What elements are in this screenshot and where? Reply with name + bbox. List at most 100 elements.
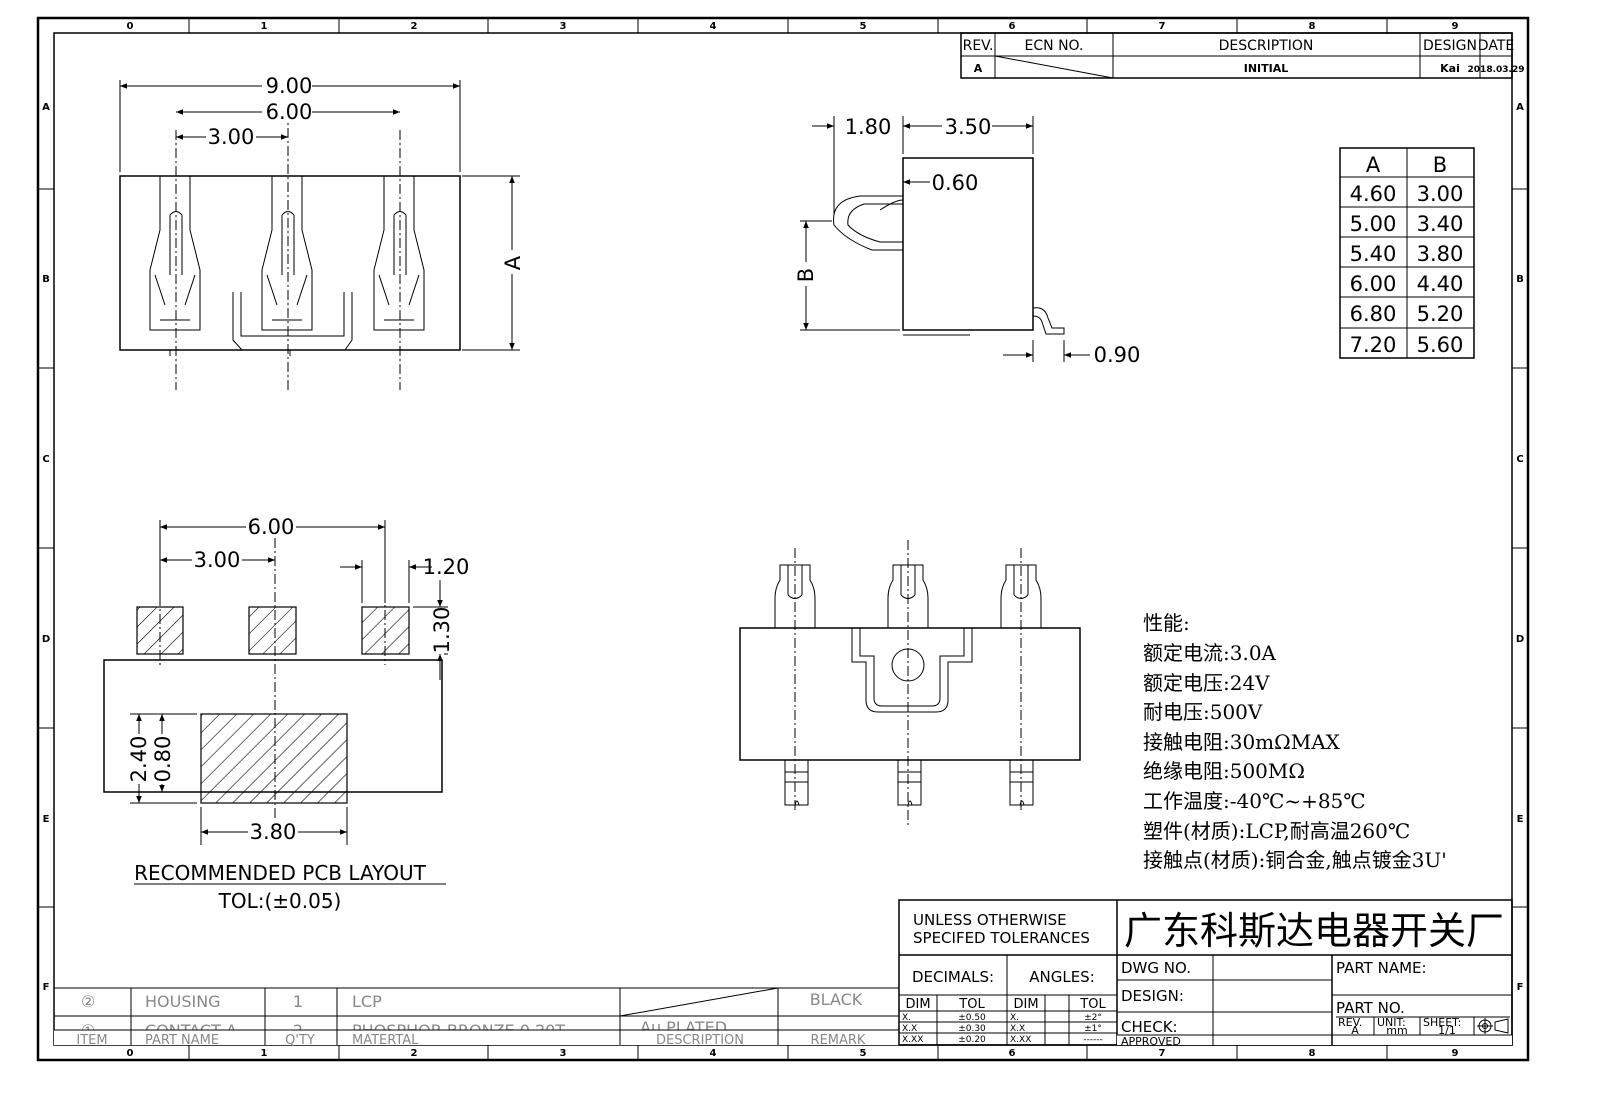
design-header: DESIGN [1423, 38, 1477, 54]
decimal-dim: X.X [902, 1024, 917, 1034]
dim-1-80: 1.80 [845, 115, 892, 139]
row-label: B [42, 274, 50, 285]
rev-header: REV. [963, 38, 994, 54]
spec-line: 塑件(材质):LCP,耐高温260℃ [1143, 819, 1410, 843]
decimal-dim: X. [902, 1013, 911, 1023]
decimal-dim: X.XX [902, 1035, 923, 1045]
dim-9-00: 9.00 [266, 74, 313, 98]
top-view: 9.00 6.00 3.00 A [119, 74, 525, 390]
col-label: 3 [560, 21, 567, 32]
unit-label: UNIT: [1377, 1016, 1406, 1029]
col-label: 3 [560, 1048, 567, 1059]
angle-tol: ±2° [1084, 1013, 1102, 1023]
part-name-label: PART NAME: [1336, 959, 1427, 977]
bom-material: LCP [352, 992, 382, 1011]
col-label: 2 [411, 21, 418, 32]
angle-dim: X. [1010, 1013, 1019, 1023]
spec-line: 绝缘电阻:500MΩ [1143, 759, 1305, 783]
col-label: 1 [261, 21, 268, 32]
pcb-layout-title: RECOMMENDED PCB LAYOUT [134, 861, 426, 885]
ab-cell: 5.20 [1417, 302, 1464, 326]
part-no-label: PART NO. [1336, 999, 1405, 1017]
ab-cell: 3.00 [1417, 182, 1464, 206]
projection-symbol-icon [1477, 1018, 1509, 1034]
rev-unit-sheet: REV. A UNIT: mm SHEET: 1/1 [1336, 1016, 1510, 1037]
row-label: D [42, 634, 50, 645]
ab-cell: 4.60 [1350, 182, 1397, 206]
ab-cell: 6.00 [1350, 272, 1397, 296]
pcb-dim-0-80: 0.80 [151, 736, 175, 783]
ab-cell: 4.40 [1417, 272, 1464, 296]
ab-header-a: A [1366, 153, 1381, 177]
dim-0-60: 0.60 [932, 171, 979, 195]
bom-header-remark: REMARK [811, 1033, 866, 1048]
row-label: A [1516, 102, 1524, 113]
bom-item-number: ② [81, 992, 95, 1011]
spec-line: 接触点(材质):铜合金,触点镀金3U' [1143, 848, 1447, 872]
dim-0-90: 0.90 [1094, 343, 1141, 367]
pcb-layout: 6.00 3.00 1.20 1.30 2.40 0.80 3.80 RECOM… [103, 515, 469, 913]
row-label: E [43, 814, 50, 825]
col-label: 8 [1309, 1048, 1316, 1059]
col-label: 5 [860, 21, 867, 32]
tolerance-note-line2: SPECIFED TOLERANCES [913, 929, 1090, 947]
company-name: 广东科斯达电器开关厂 [1124, 909, 1504, 953]
decimals-label: DECIMALS: [912, 968, 994, 986]
ab-table: A B 4.60 3.00 5.00 3.40 5.40 3.80 6.00 4… [1339, 147, 1475, 359]
sheet-label: SHEET: [1423, 1016, 1461, 1029]
ab-cell: 5.00 [1350, 212, 1397, 236]
col-label: 0 [127, 1048, 134, 1059]
front-view [739, 540, 1081, 825]
ecn-header: ECN NO. [1025, 38, 1084, 54]
ab-cell: 3.80 [1417, 242, 1464, 266]
col-label: 9 [1452, 1048, 1459, 1059]
rev-value: A [974, 62, 983, 75]
bom-remark: BLACK [810, 990, 863, 1009]
row-label: C [1516, 454, 1523, 465]
spec-line: 额定电流:3.0A [1143, 641, 1277, 665]
design-value: Kai [1440, 62, 1460, 75]
spec-line: 接触电阻:30mΩMAX [1143, 730, 1341, 754]
tolerance-note-line1: UNLESS OTHERWISE [913, 911, 1067, 929]
ab-cell: 5.40 [1350, 242, 1397, 266]
pcb-dim-2-40: 2.40 [127, 736, 151, 783]
angle-dim: X.XX [1010, 1035, 1031, 1045]
bom-qty: 1 [293, 992, 303, 1011]
angle-tol: ------ [1083, 1035, 1103, 1045]
row-label: F [43, 982, 50, 993]
dim-b: B [794, 268, 818, 282]
tol-header: TOL [1079, 997, 1106, 1012]
angle-tol: ±1° [1084, 1024, 1102, 1034]
tol-header: TOL [958, 997, 985, 1012]
bom-header-qty: Q'TY [285, 1033, 315, 1048]
spec-line: 额定电压:24V [1143, 671, 1270, 695]
dim-header: DIM [1013, 997, 1038, 1012]
row-label: A [42, 102, 50, 113]
col-label: 6 [1009, 21, 1016, 32]
row-label: E [1517, 814, 1524, 825]
design-label: DESIGN: [1121, 987, 1184, 1005]
col-label: 9 [1452, 21, 1459, 32]
dim-6-00: 6.00 [266, 100, 313, 124]
approved-label: APPROVED [1121, 1035, 1181, 1048]
bom-header-row: ITEM PART NAME Q'TY MATERTAL DESCRIPTION… [54, 1029, 899, 1048]
spec-line: 工作温度:-40℃~+85℃ [1143, 789, 1366, 813]
sheet-value: 1/1 [1438, 1024, 1456, 1037]
pcb-dim-3-00: 3.00 [194, 548, 241, 572]
col-label: 8 [1309, 21, 1316, 32]
decimal-tol: ±0.20 [958, 1035, 986, 1045]
col-label: 6 [1009, 1048, 1016, 1059]
decimal-tol: ±0.30 [958, 1024, 986, 1034]
bom-header-part: PART NAME [145, 1033, 219, 1048]
ab-header-b: B [1433, 153, 1447, 177]
col-label: 1 [261, 1048, 268, 1059]
pcb-dim-3-80: 3.80 [250, 820, 297, 844]
description-value: INITIAL [1244, 62, 1289, 75]
pcb-dim-6-00: 6.00 [248, 515, 295, 539]
dim-header: DIM [905, 997, 930, 1012]
date-value: 2018.03.29 [1468, 65, 1525, 75]
check-label: CHECK: [1121, 1018, 1178, 1036]
description-header: DESCRIPTION [1219, 38, 1314, 54]
col-label: 7 [1159, 21, 1166, 32]
